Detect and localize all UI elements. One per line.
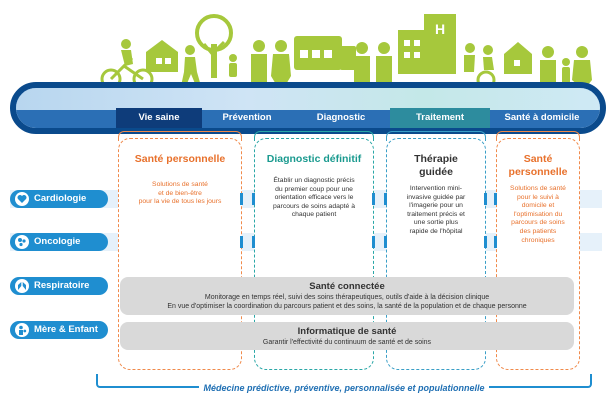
couple-icon [251,40,291,86]
row-label-text: Mère & Enfant [34,324,98,335]
column-description: Établir un diagnostic précis du premier … [273,177,355,219]
row-tick [494,236,497,248]
family-icon [540,46,592,86]
care-journey-band: Vie saine Prévention Diagnostic Traiteme… [10,82,606,134]
row-tick [252,193,255,205]
footer-caption: Médecine prédictive, préventive, personn… [96,383,592,393]
column-description: Solutions de santé pour le suivi à domic… [510,185,566,244]
row-label-cardiologie: Cardiologie [10,190,108,208]
row-tick [384,193,387,205]
stage-label: Diagnostic [316,112,366,123]
stage-sante-a-domicile: Santé à domicile [490,108,594,128]
heart-icon [15,192,29,206]
column-title: Thérapie guidée [414,153,458,178]
doctors-icon [354,42,392,86]
row-tick [240,193,243,205]
home-icon [504,42,532,74]
row-tick [384,236,387,248]
svg-text:H: H [435,21,445,37]
row-tick [240,236,243,248]
hospital-icon: H [398,14,456,74]
stage-label: Santé à domicile [504,112,580,123]
stage-traitement: Traitement [390,108,490,128]
row-tick [494,193,497,205]
tree-icon [195,14,233,78]
stage-prevention: Prévention [202,108,292,128]
bracket-orange-1 [118,131,242,141]
row-tick [372,236,375,248]
wheelchair-icon [464,43,496,90]
column-title: Santé personnelle [134,153,226,165]
walking-person-icon [181,45,201,86]
row-label-text: Oncologie [34,236,81,247]
house-icon [146,40,178,72]
row-tick [252,236,255,248]
connected-health-line1: Monitorage en temps réel, suivi des soin… [204,294,490,301]
stage-label: Prévention [222,112,272,123]
row-label-text: Cardiologie [34,193,87,204]
row-tick [372,193,375,205]
mother-child-icon [15,323,29,337]
lungs-icon [15,279,29,293]
column-title: Santé personnelle [508,153,568,178]
footer-text: Médecine prédictive, préventive, personn… [199,383,489,393]
row-label-mere-enfant: Mère & Enfant [10,321,108,339]
health-it-bar: Informatique de santé Garantir l'effecti… [120,322,574,350]
cells-icon [15,235,29,249]
band-highlight [16,88,600,110]
column-description: Solutions de santé et de bien-être pour … [138,181,222,206]
connected-health-title: Santé connectée [309,281,385,292]
column-description: Intervention mini- invasive guidée par l… [406,185,466,235]
connected-health-line2: En vue d'optimiser la coordination du pa… [167,303,527,310]
row-tick [484,236,487,248]
stage-vie-saine: Vie saine [116,108,202,128]
health-it-title: Informatique de santé [297,326,397,337]
column-title: Diagnostic définitif [266,153,362,165]
cyclist-icon [100,39,154,90]
band-fill: Vie saine Prévention Diagnostic Traiteme… [16,88,600,128]
row-label-oncologie: Oncologie [10,233,108,251]
bracket-teal [254,131,374,141]
stage-label: Traitement [415,112,465,123]
child-icon [229,54,237,77]
bracket-orange-2 [496,131,580,141]
care-continuum-illustration: H [100,14,592,90]
row-tick [484,193,487,205]
bracket-blue [386,131,486,141]
row-label-text: Respiratoire [34,280,90,291]
row-label-respiratoire: Respiratoire [10,277,108,295]
health-it-line1: Garantir l'effectivité du continuum de s… [262,339,432,346]
clinic-screens-icon [294,36,356,70]
stage-diagnostic: Diagnostic [292,108,390,128]
stage-label: Vie saine [138,112,180,123]
connected-health-bar: Santé connectée Monitorage en temps réel… [120,277,574,315]
